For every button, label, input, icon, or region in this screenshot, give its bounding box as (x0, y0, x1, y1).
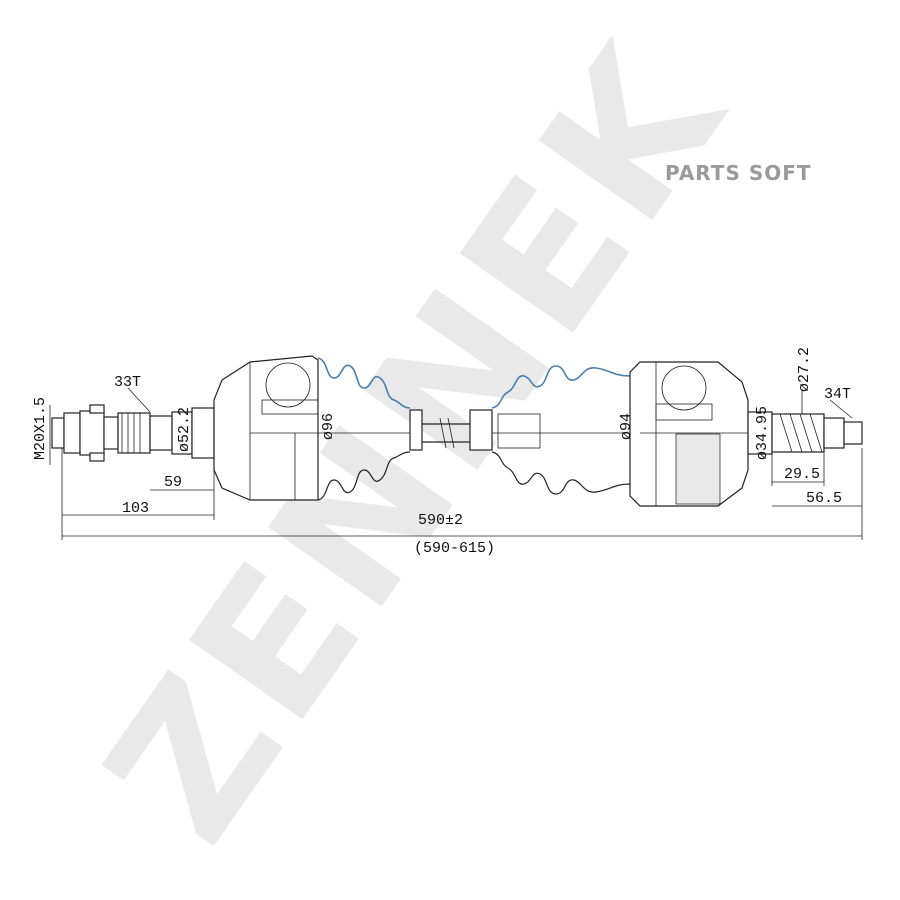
left-boot (317, 357, 423, 501)
dia-34-label: ø34.95 (754, 406, 771, 460)
right-boot (469, 365, 631, 495)
dia-52-label: ø52.2 (176, 407, 193, 452)
dia-94-label: ø94 (618, 413, 635, 440)
dia-27-label: ø27.2 (796, 347, 813, 392)
center-shaft (422, 417, 470, 449)
outer-cv-joint (213, 355, 319, 501)
len-59-label: 59 (164, 474, 182, 491)
length-range-label: (590-615) (414, 540, 495, 557)
teeth-right-label: 34T (824, 386, 851, 403)
right-stub-shaft (747, 411, 863, 455)
teeth-left-label: 33T (114, 374, 141, 391)
shaft-assembly: M20X1.5 33T 34T ø52.2 ø96 ø94 ø34.95 ø27… (32, 347, 863, 557)
total-length-label: 590±2 (418, 512, 463, 529)
left-stub-shaft (51, 404, 215, 462)
len-56-label: 56.5 (806, 490, 842, 507)
dia-96-label: ø96 (320, 413, 337, 440)
inner-cv-joint (629, 361, 749, 507)
thread-label: M20X1.5 (32, 397, 49, 460)
len-29-label: 29.5 (784, 466, 820, 483)
dimension-lines (49, 387, 863, 540)
dimension-labels: M20X1.5 33T 34T ø52.2 ø96 ø94 ø34.95 ø27… (32, 347, 851, 557)
watermark-parts-soft: PARTS SOFT (665, 161, 812, 185)
len-103-label: 103 (122, 500, 149, 517)
